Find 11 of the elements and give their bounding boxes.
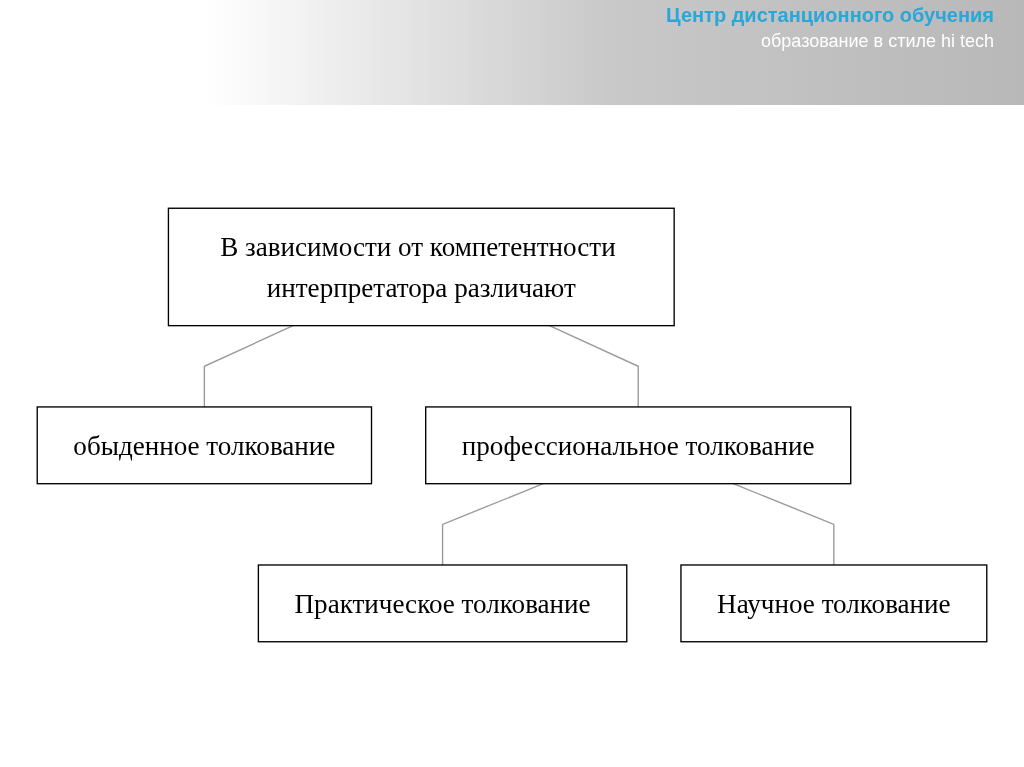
node-box: Научное толкование [680, 564, 988, 643]
node-box: обыденное толкование [36, 406, 373, 485]
connector [203, 325, 294, 408]
node-box: профессиональное толкование [425, 406, 852, 485]
connector [732, 483, 835, 566]
header-title: Центр дистанционного обучения [666, 4, 994, 27]
connector [548, 325, 639, 408]
header-subtitle: образование в стиле hi tech [760, 31, 994, 52]
node-box: В зависимости от компетентности интерпретатора различают [167, 207, 675, 327]
node-box: Практическое толкование [257, 564, 628, 643]
connector [441, 483, 544, 566]
